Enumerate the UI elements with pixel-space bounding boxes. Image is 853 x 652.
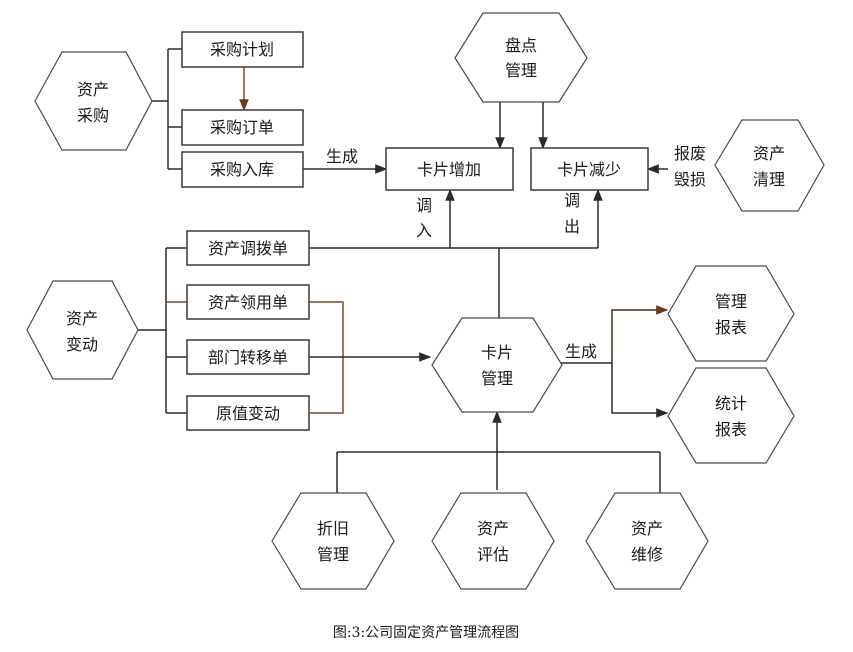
process-box-transfer-order: 资产调拨单 xyxy=(186,230,310,266)
process-box-card-reduce: 卡片减少 xyxy=(530,147,649,191)
process-box-value-change: 原值变动 xyxy=(186,395,310,431)
hex-label-line2: 管理 xyxy=(505,61,537,80)
hex-statistics-report: 统计 报表 xyxy=(667,367,795,464)
hex-label-line2: 报表 xyxy=(715,420,747,439)
hex-label-line1: 管理 xyxy=(715,292,747,311)
process-box-purchase-in: 采购入库 xyxy=(181,151,304,188)
hex-asset-cleanup: 资产 清理 xyxy=(714,119,825,212)
hex-label-line1: 资产 xyxy=(753,144,785,163)
box-label: 资产调拨单 xyxy=(208,239,288,258)
hex-label-line2: 管理 xyxy=(481,369,513,388)
hex-depreciation-management: 折旧 管理 xyxy=(271,492,395,590)
hex-asset-repair: 资产 维修 xyxy=(585,492,709,590)
hex-label-line1: 资产 xyxy=(477,519,509,538)
edge-label-scrap: 报废 xyxy=(674,144,706,163)
edge-label-transfer-out-1: 调 xyxy=(564,191,580,210)
hex-label-line2: 采购 xyxy=(77,106,109,125)
hex-label-line1: 统计 xyxy=(715,394,747,413)
box-label: 采购计划 xyxy=(210,40,274,59)
box-label: 资产领用单 xyxy=(208,293,288,312)
edge-label-transfer-out-2: 出 xyxy=(564,217,580,236)
hex-label-line2: 评估 xyxy=(477,545,509,564)
hex-management-report: 管理 报表 xyxy=(667,265,795,362)
hex-label-line1: 资产 xyxy=(631,519,663,538)
box-label: 卡片减少 xyxy=(557,160,621,179)
hex-label-line2: 变动 xyxy=(66,335,98,354)
process-box-dept-transfer: 部门转移单 xyxy=(186,339,310,375)
hex-asset-change: 资产 变动 xyxy=(26,280,139,380)
hex-label-line2: 管理 xyxy=(317,545,349,564)
hex-inventory-management: 盘点 管理 xyxy=(454,12,588,103)
process-box-purchase-order: 采购订单 xyxy=(181,109,304,146)
hex-card-management: 卡片 管理 xyxy=(431,317,563,413)
edge-label-transfer-in-2: 入 xyxy=(416,221,432,240)
hex-label-line1: 盘点 xyxy=(505,36,537,55)
process-box-card-add: 卡片增加 xyxy=(385,147,514,191)
hex-label-line2: 清理 xyxy=(753,170,785,189)
box-label: 原值变动 xyxy=(216,404,280,423)
hex-label-line1: 资产 xyxy=(77,80,109,99)
edge-label-generate: 生成 xyxy=(565,342,597,361)
hex-asset-purchase: 资产 采购 xyxy=(34,51,153,151)
process-box-purchase-plan: 采购计划 xyxy=(181,31,304,68)
hex-asset-evaluation: 资产 评估 xyxy=(431,492,555,590)
hex-label-line2: 报表 xyxy=(715,318,747,337)
box-label: 部门转移单 xyxy=(208,348,288,367)
box-label: 采购订单 xyxy=(210,118,274,137)
figure-caption: 图:3:公司固定资产管理流程图 xyxy=(333,625,519,641)
hex-label-line1: 卡片 xyxy=(481,343,513,362)
hex-label-line1: 资产 xyxy=(66,309,98,328)
connectors xyxy=(138,48,669,498)
box-label: 采购入库 xyxy=(210,160,274,179)
edge-label-damage: 毁损 xyxy=(674,170,706,189)
box-label: 卡片增加 xyxy=(417,160,481,179)
hex-label-line1: 折旧 xyxy=(317,519,349,538)
hex-label-line2: 维修 xyxy=(631,545,663,564)
process-box-requisition: 资产领用单 xyxy=(186,284,310,320)
edge-label-generate: 生成 xyxy=(326,147,358,166)
edge-label-transfer-in-1: 调 xyxy=(416,196,432,215)
